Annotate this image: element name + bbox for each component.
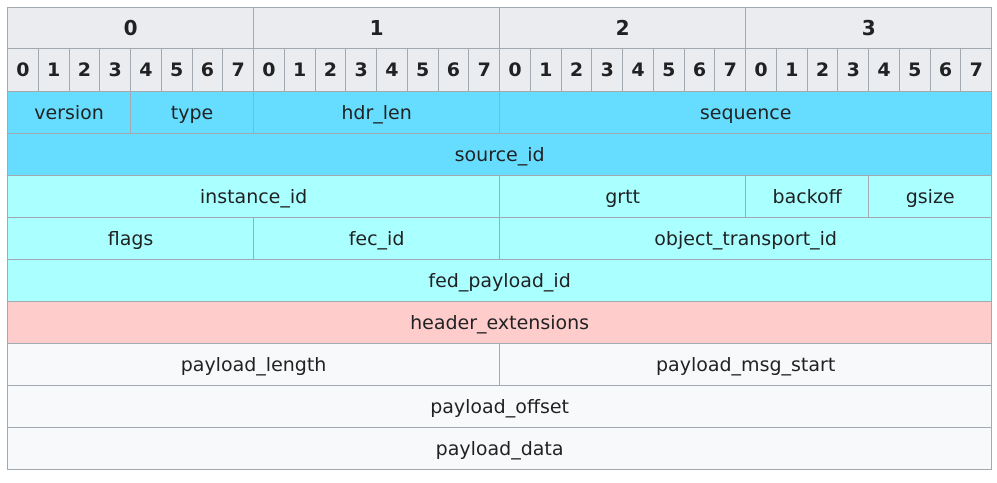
bit-header: 3 — [837, 48, 870, 92]
bit-header: 7 — [714, 48, 747, 92]
bit-header: 4 — [376, 48, 408, 92]
field-sequence: sequence — [499, 91, 993, 134]
byte-header: 2 — [499, 7, 747, 49]
bit-header: 4 — [622, 48, 654, 92]
bit-header: 7 — [222, 48, 255, 92]
field-row: payload_data — [6, 427, 993, 470]
field-source-id: source_id — [6, 133, 993, 176]
bit-header: 4 — [130, 48, 162, 92]
bit-header: 3 — [345, 48, 378, 92]
field-payload-length: payload_length — [6, 343, 501, 386]
byte-header: 0 — [6, 7, 255, 49]
field-gsize: gsize — [868, 175, 993, 218]
bit-header: 5 — [406, 48, 439, 92]
byte-header: 3 — [745, 7, 993, 49]
bit-header: 4 — [868, 48, 900, 92]
bit-header: 0 — [7, 48, 39, 92]
field-payload-data: payload_data — [6, 427, 993, 470]
bit-header: 2 — [560, 48, 593, 92]
bit-header: 6 — [191, 48, 224, 92]
field-object-transport-id: object_transport_id — [499, 217, 993, 260]
byte-header: 1 — [253, 7, 501, 49]
bit-header: 0 — [253, 48, 285, 92]
bit-header: 1 — [529, 48, 562, 92]
bit-header: 2 — [806, 48, 839, 92]
bit-header: 3 — [591, 48, 624, 92]
field-instance-id: instance_id — [6, 175, 501, 218]
bit-header: 3 — [99, 48, 131, 92]
field-row: payload_offset — [6, 385, 993, 428]
bit-header: 2 — [314, 48, 347, 92]
bit-header: 1 — [283, 48, 316, 92]
bit-header: 1 — [37, 48, 70, 92]
field-row: fed_payload_id — [6, 259, 993, 302]
bit-header: 5 — [160, 48, 193, 92]
bit-header: 0 — [499, 48, 531, 92]
field-row: source_id — [6, 133, 993, 176]
field-header-extensions: header_extensions — [6, 301, 993, 344]
bit-header: 5 — [898, 48, 931, 92]
bit-header: 2 — [68, 48, 101, 92]
field-payload-msg-start: payload_msg_start — [499, 343, 993, 386]
field-version: version — [7, 91, 131, 134]
bit-header: 6 — [437, 48, 470, 92]
field-grtt: grtt — [499, 175, 747, 218]
bit-header: 1 — [775, 48, 808, 92]
field-payload-offset: payload_offset — [6, 385, 993, 428]
bit-header: 6 — [683, 48, 716, 92]
field-flags: flags — [6, 217, 255, 260]
bit-header: 7 — [468, 48, 501, 92]
field-fec-id: fec_id — [253, 217, 501, 260]
bit-header: 0 — [745, 48, 777, 92]
field-type: type — [129, 91, 255, 134]
field-hdr-len: hdr_len — [253, 91, 501, 134]
bit-header: 5 — [652, 48, 685, 92]
bit-header: 7 — [960, 48, 993, 92]
field-fed-payload-id: fed_payload_id — [6, 259, 993, 302]
bit-header: 6 — [929, 48, 962, 92]
field-row: header_extensions — [6, 301, 993, 344]
field-backoff: backoff — [745, 175, 870, 218]
